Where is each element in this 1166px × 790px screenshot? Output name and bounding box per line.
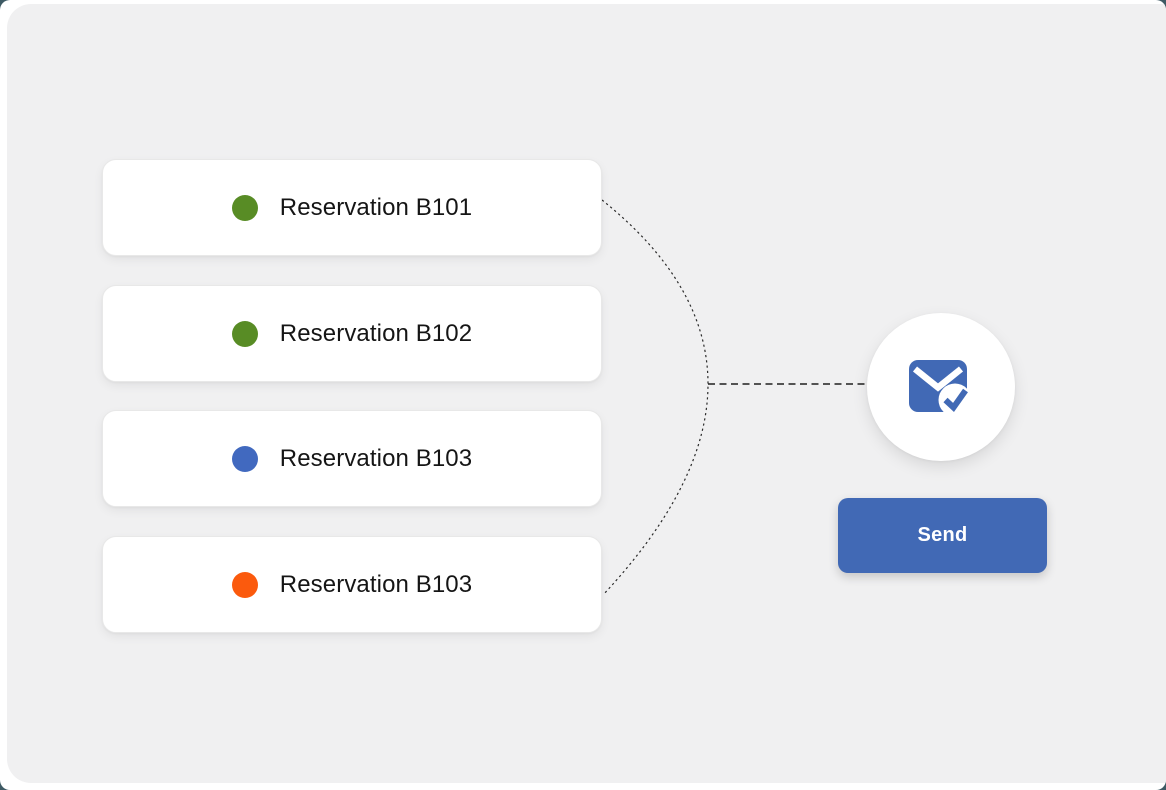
- reservation-card[interactable]: Reservation B103: [102, 536, 602, 633]
- reservation-card[interactable]: Reservation B102: [102, 285, 602, 382]
- status-dot-green: [231, 194, 258, 221]
- reservation-label: Reservation B103: [279, 444, 473, 472]
- send-button[interactable]: Send: [838, 498, 1047, 573]
- reservation-card[interactable]: Reservation B101: [102, 159, 602, 256]
- status-dot-orange: [231, 571, 258, 598]
- status-dot-green: [231, 320, 258, 347]
- reservation-label: Reservation B103: [279, 570, 473, 598]
- reservation-label: Reservation B101: [279, 193, 473, 221]
- reservation-card[interactable]: Reservation B103: [102, 410, 602, 507]
- mail-check-icon: [908, 358, 974, 416]
- mail-badge-circle: [867, 313, 1015, 461]
- status-dot-blue: [231, 445, 258, 472]
- reservation-label: Reservation B102: [279, 319, 473, 347]
